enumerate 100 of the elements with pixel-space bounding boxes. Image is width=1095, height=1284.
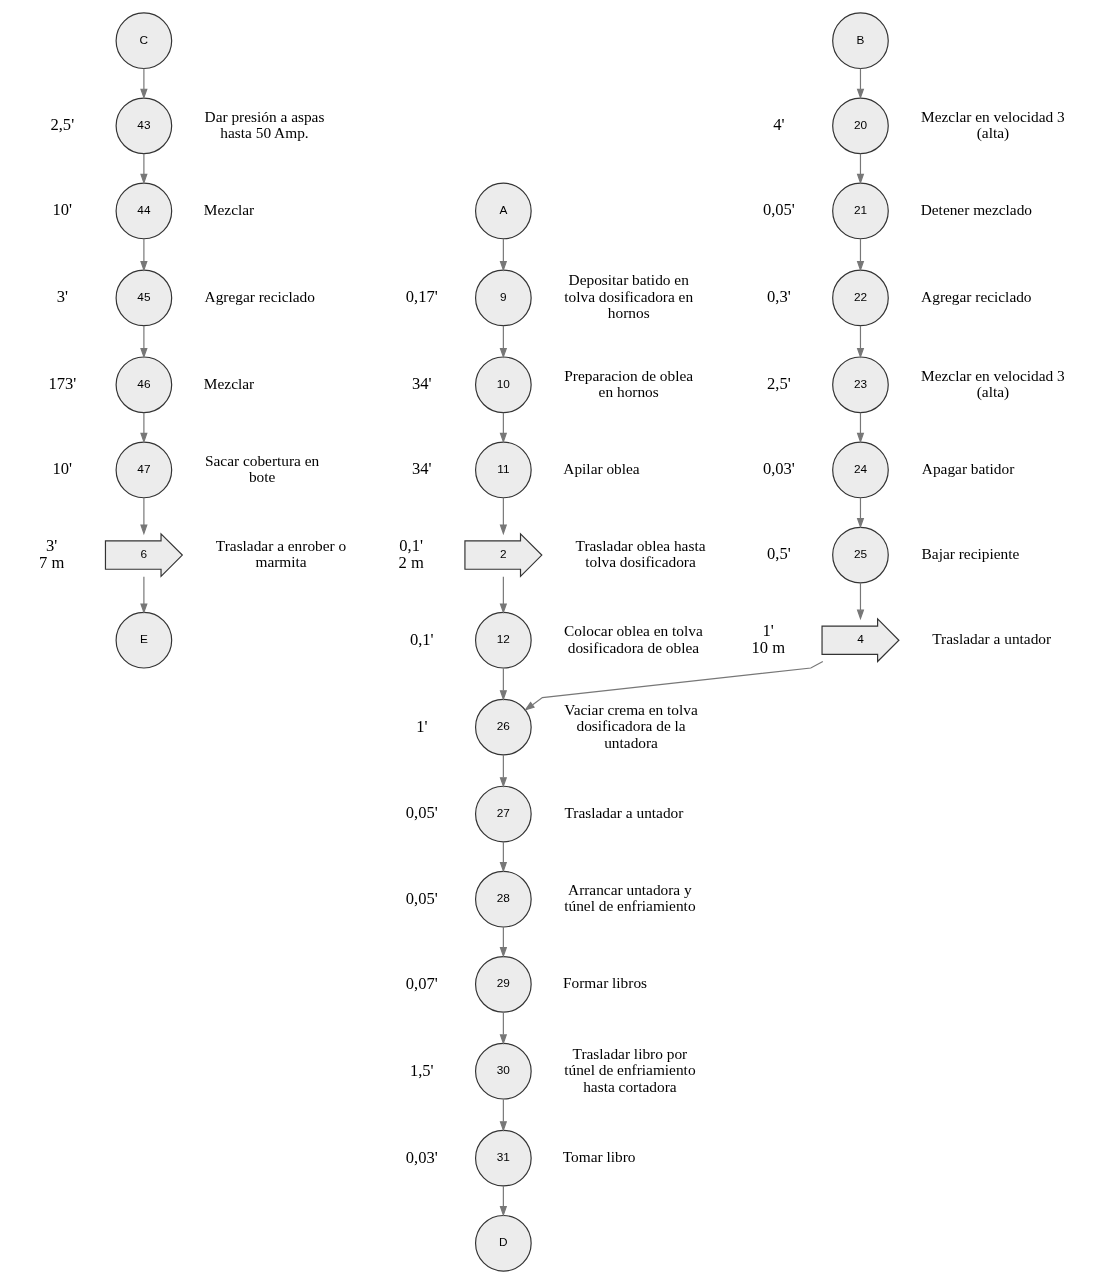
node-label: Trasladar a enrober o marmita bbox=[215, 536, 346, 571]
node-circle: C bbox=[115, 12, 172, 70]
node-label: 10' bbox=[52, 200, 72, 220]
node-label: Trasladar libro por túnel de enfriamiento hasta cortadora bbox=[563, 1044, 696, 1095]
node-circle: D bbox=[474, 1214, 532, 1272]
node-label: Preparacion de oblea en hornos bbox=[563, 366, 693, 401]
node-label: Depositar batido en tolva dosificadora en hornos bbox=[563, 271, 693, 322]
arrow bbox=[856, 497, 864, 529]
node-circle: 46 bbox=[115, 356, 172, 414]
node-label: Detener mezclado bbox=[920, 201, 1032, 219]
node-circle: 10 bbox=[474, 356, 532, 414]
node-label: Mezclar en velocidad 3 (alta) bbox=[920, 366, 1065, 401]
node-label: 3' bbox=[45, 535, 57, 555]
node-circle: 43 bbox=[115, 97, 172, 155]
arrow bbox=[856, 67, 864, 100]
node-label: Sacar cobertura en bote bbox=[204, 451, 319, 486]
node-label: Mezclar en velocidad 3 (alta) bbox=[920, 107, 1065, 142]
node-label: Arrancar untadora y túnel de enfriamiento bbox=[563, 880, 696, 915]
node-label: Colocar oblea en tolva dosificadora de oblea bbox=[563, 621, 703, 656]
arrow bbox=[139, 412, 148, 444]
arrow bbox=[139, 576, 148, 615]
node-circle: 30 bbox=[474, 1042, 532, 1100]
arrow bbox=[856, 153, 864, 185]
node-label: 3' bbox=[56, 287, 68, 307]
node-circle: 22 bbox=[831, 269, 889, 327]
node-circle: 23 bbox=[831, 356, 889, 414]
node-circle: 9 bbox=[474, 269, 532, 327]
node-label: 0,1' bbox=[398, 535, 423, 555]
arrow bbox=[499, 841, 507, 873]
node-label: Formar libros bbox=[562, 974, 647, 992]
arrow bbox=[499, 1011, 507, 1045]
arrow bbox=[139, 153, 148, 185]
node-circle: 29 bbox=[474, 955, 532, 1013]
node-label: Agregar reciclado bbox=[920, 287, 1032, 305]
node-label: 10 m bbox=[750, 638, 785, 658]
node-circle: 44 bbox=[115, 182, 172, 240]
node-circle: 21 bbox=[831, 182, 889, 240]
node-label: 0,03' bbox=[405, 1147, 438, 1167]
node-label: 34' bbox=[411, 459, 432, 479]
node-label: 2,5' bbox=[766, 374, 791, 394]
node-circle: 47 bbox=[115, 441, 172, 499]
node-circle: 20 bbox=[831, 97, 889, 155]
node-circle: E bbox=[115, 611, 172, 669]
node-label: 0,03' bbox=[762, 459, 795, 479]
arrow bbox=[499, 325, 507, 359]
arrow bbox=[499, 754, 507, 788]
node-label: Dar presión a aspas hasta 50 Amp. bbox=[204, 107, 324, 142]
arrow bbox=[499, 238, 507, 272]
arrow bbox=[499, 1185, 507, 1217]
arrow bbox=[139, 67, 148, 100]
node-label: 173' bbox=[47, 374, 76, 394]
node-circle: A bbox=[474, 182, 532, 240]
node-label: 0,05' bbox=[405, 888, 438, 908]
arrow bbox=[139, 325, 148, 359]
node-label: 0,3' bbox=[766, 287, 791, 307]
node-circle: 27 bbox=[474, 785, 532, 843]
node-label: Mezclar bbox=[203, 374, 254, 392]
node-label: Bajar recipiente bbox=[921, 545, 1019, 563]
node-label: Trasladar a untador bbox=[564, 804, 683, 822]
node-label: Trasladar a untador bbox=[931, 630, 1051, 648]
node-circle: 24 bbox=[831, 441, 889, 499]
node-circle: 26 bbox=[474, 698, 532, 756]
arrow bbox=[499, 667, 507, 701]
node-label: 0,05' bbox=[762, 200, 795, 220]
arrow bbox=[499, 926, 507, 958]
node-label: 4' bbox=[772, 115, 785, 135]
node-label: 7 m bbox=[38, 553, 64, 573]
node-label: 1,5' bbox=[409, 1060, 434, 1080]
arrow bbox=[856, 238, 864, 272]
node-circle: 28 bbox=[474, 870, 532, 928]
node-circle: 25 bbox=[831, 526, 889, 584]
node-circle: 12 bbox=[474, 611, 532, 669]
node-circle: 11 bbox=[474, 441, 532, 499]
node-label: Trasladar oblea hasta tolva dosificadora bbox=[575, 536, 706, 571]
node-label: 0,05' bbox=[405, 803, 438, 823]
node-label: 2,5' bbox=[49, 115, 74, 135]
arrow bbox=[499, 497, 507, 536]
arrow bbox=[856, 325, 864, 359]
node-label: 1' bbox=[762, 620, 774, 640]
arrow bbox=[499, 1098, 507, 1132]
node-label: 10' bbox=[52, 459, 72, 479]
node-label: 2 m bbox=[397, 553, 424, 573]
arrow bbox=[856, 412, 864, 444]
arrow bbox=[499, 576, 507, 615]
node-circle: 45 bbox=[115, 269, 172, 327]
node-label: Apagar batidor bbox=[921, 459, 1014, 477]
node-circle: 31 bbox=[474, 1129, 532, 1187]
arrow bbox=[499, 412, 507, 444]
node-label: Apilar oblea bbox=[562, 459, 640, 477]
arrow bbox=[856, 582, 864, 621]
node-label: 0,17' bbox=[405, 287, 438, 307]
arrow bbox=[139, 497, 148, 536]
node-label: 0,07' bbox=[405, 973, 438, 993]
node-label: Tomar libro bbox=[562, 1148, 635, 1166]
node-label: 1' bbox=[415, 716, 427, 736]
node-label: 34' bbox=[411, 374, 432, 394]
arrow bbox=[523, 661, 823, 711]
node-label: Mezclar bbox=[203, 201, 254, 219]
node-label: 0,5' bbox=[766, 544, 791, 564]
node-label: Agregar reciclado bbox=[204, 287, 315, 305]
